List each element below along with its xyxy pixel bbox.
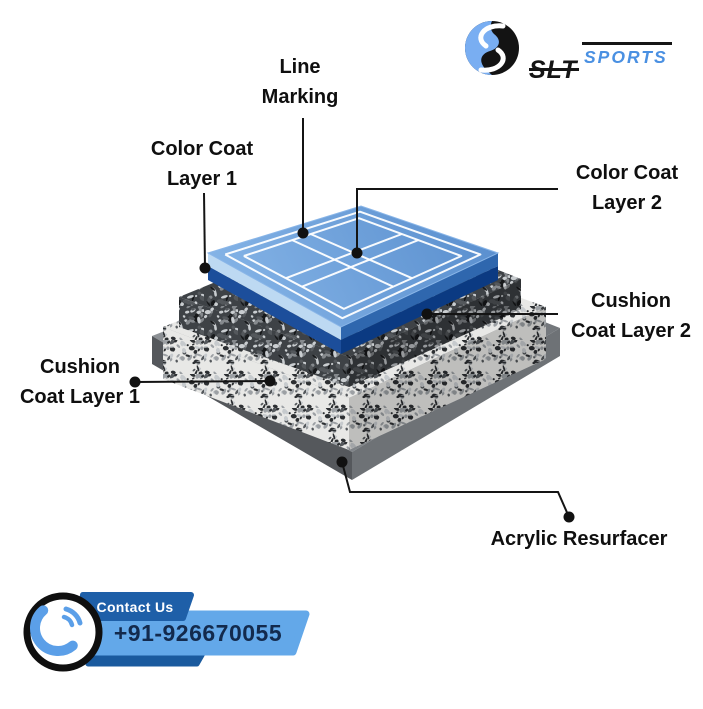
dot-line-marking bbox=[297, 227, 309, 239]
logo-overline bbox=[582, 42, 672, 45]
contact-us-label[interactable]: Contact Us bbox=[96, 599, 174, 615]
label-line-marking: Line Marking bbox=[262, 52, 339, 112]
label-line: Line bbox=[279, 56, 321, 78]
logo-text-slt: SLT bbox=[529, 56, 578, 84]
phone-number[interactable]: +91-926670055 bbox=[113, 620, 283, 646]
leader-dots bbox=[129, 227, 575, 523]
label-line: Color Coat bbox=[575, 162, 679, 184]
layer-color-coat-2 bbox=[208, 266, 498, 354]
label-cushion-coat-1: Cushion Coat Layer 1 bbox=[20, 352, 140, 412]
label-cushion-coat-2: Cushion Coat Layer 2 bbox=[571, 286, 691, 346]
dot-acrylic-target bbox=[336, 456, 348, 468]
label-line: Cushion bbox=[591, 290, 671, 312]
leader-lines bbox=[134, 118, 570, 518]
label-line: Color Coat bbox=[150, 138, 254, 160]
label-line: Layer 1 bbox=[166, 168, 238, 190]
label-color-coat-1: Color Coat Layer 1 bbox=[151, 134, 253, 194]
label-line: Coat Layer 2 bbox=[570, 320, 692, 342]
court-line-markings bbox=[224, 210, 482, 320]
logo-underline bbox=[529, 68, 579, 71]
contact-banner-graphic[interactable] bbox=[0, 575, 330, 695]
label-line: Marking bbox=[261, 86, 339, 108]
slt-logo-mark-icon bbox=[465, 21, 519, 75]
label-line: Layer 2 bbox=[591, 192, 663, 214]
logo-text-sports: SPORTS bbox=[584, 47, 668, 67]
label-line: Acrylic Resurfacer bbox=[490, 528, 668, 550]
dot-color-coat-2 bbox=[351, 247, 363, 259]
dot-cushion-1-target bbox=[264, 375, 276, 387]
leader-cushion-1 bbox=[134, 380, 271, 383]
slt-sports-logo: SLT SPORTS bbox=[462, 18, 698, 84]
leader-color-coat-1 bbox=[203, 192, 206, 269]
label-line: Coat Layer 1 bbox=[19, 386, 141, 408]
dot-cushion-2 bbox=[421, 308, 433, 320]
label-line: Cushion bbox=[40, 356, 120, 378]
leader-acrylic bbox=[341, 461, 570, 518]
layer-color-coat-1-court bbox=[206, 205, 500, 340]
label-color-coat-2: Color Coat Layer 2 bbox=[576, 158, 678, 218]
phone-icon bbox=[30, 605, 83, 656]
dot-acrylic-label bbox=[563, 511, 575, 523]
dot-color-coat-1 bbox=[199, 262, 211, 274]
label-acrylic-resurfacer: Acrylic Resurfacer bbox=[491, 524, 668, 554]
leader-color-coat-2 bbox=[356, 188, 558, 253]
dot-cushion-1-label bbox=[129, 376, 141, 388]
